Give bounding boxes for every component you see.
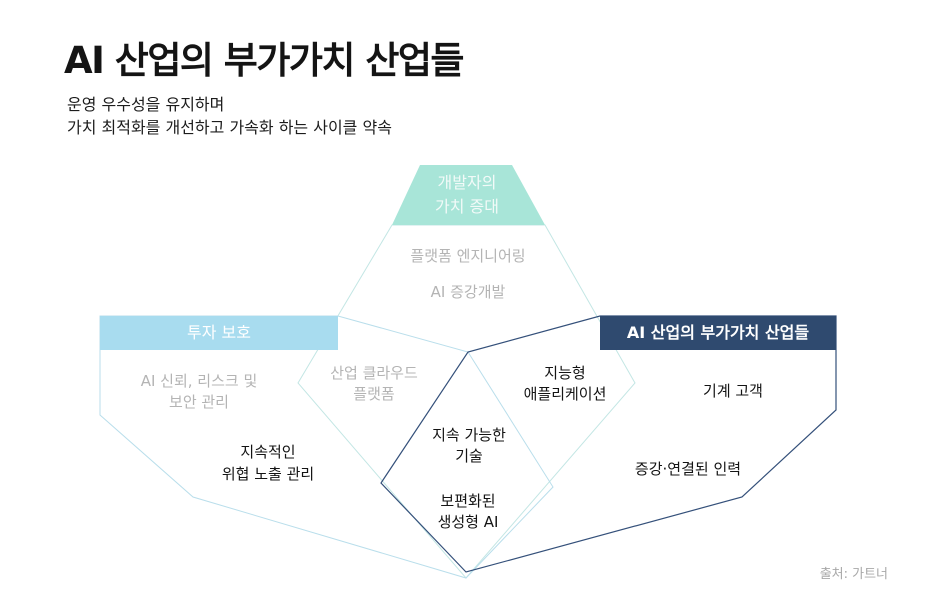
democratized-genai-line-2: 생성형 AI [437, 513, 499, 531]
sustainable-technology-line-2: 기술 [455, 447, 483, 465]
augmented-connected-workforce-label: 증강·연결된 인력 [634, 460, 742, 478]
page-title: AI 산업의 부가가치 산업들 [64, 39, 464, 82]
ai-value-industries-header [600, 316, 836, 350]
threat-exposure-line-2: 위협 노출 관리 [221, 465, 315, 483]
developer-value-line-1: 개발자의 [437, 173, 497, 192]
democratized-genai-line-1: 보편화된 [440, 492, 496, 510]
page-subtitle: 운영 우수성을 유지하며 가치 최적화를 개선하고 가속화 하는 사이클 약속 [67, 93, 392, 139]
ai-trism-line-1: AI 신뢰, 리스크 및 [140, 372, 258, 390]
ai-trism-line-2: 보안 관리 [169, 393, 229, 411]
intelligent-applications-line-2: 애플리케이션 [523, 385, 607, 403]
ai-augmented-development-label: AI 증강개발 [430, 283, 506, 301]
industry-cloud-line-1: 산업 클라우드 [330, 364, 418, 382]
sustainable-technology-line-1: 지속 가능한 [432, 426, 506, 444]
sustainable-technology-label: 지속 가능한 기술 [432, 425, 506, 467]
subtitle-line-1: 운영 우수성을 유지하며 [67, 95, 225, 114]
threat-exposure-line-1: 지속적인 [240, 443, 296, 461]
intelligent-applications-line-1: 지능형 [544, 364, 586, 382]
threat-exposure-management-label: 지속적인 위협 노출 관리 [222, 441, 314, 485]
developer-value-line-2: 가치 증대 [435, 197, 499, 216]
industry-cloud-line-2: 플랫폼 [353, 385, 395, 403]
developer-value-header-label: 개발자의 가치 증대 [435, 171, 499, 219]
ai-value-industries-header-label: AI 산업의 부가가치 산업들 [626, 323, 810, 342]
intelligent-applications-label: 지능형 애플리케이션 [524, 363, 607, 405]
subtitle-line-2: 가치 최적화를 개선하고 가속화 하는 사이클 약속 [67, 118, 392, 137]
investment-protection-outline [99, 315, 554, 579]
source-note: 출처: 가트너 [819, 567, 888, 582]
investment-protection-header [100, 316, 338, 350]
ai-trism-label: AI 신뢰, 리스크 및 보안 관리 [141, 371, 258, 413]
developer-value-header [392, 165, 545, 225]
investment-protection-header-label: 투자 보호 [187, 323, 251, 342]
platform-engineering-label: 플랫폼 엔지니어링 [410, 247, 526, 265]
industry-cloud-platforms-label: 산업 클라우드 플랫폼 [330, 363, 418, 405]
machine-customers-label: 기계 고객 [703, 382, 763, 400]
democratized-generative-ai-label: 보편화된 생성형 AI [438, 491, 499, 533]
